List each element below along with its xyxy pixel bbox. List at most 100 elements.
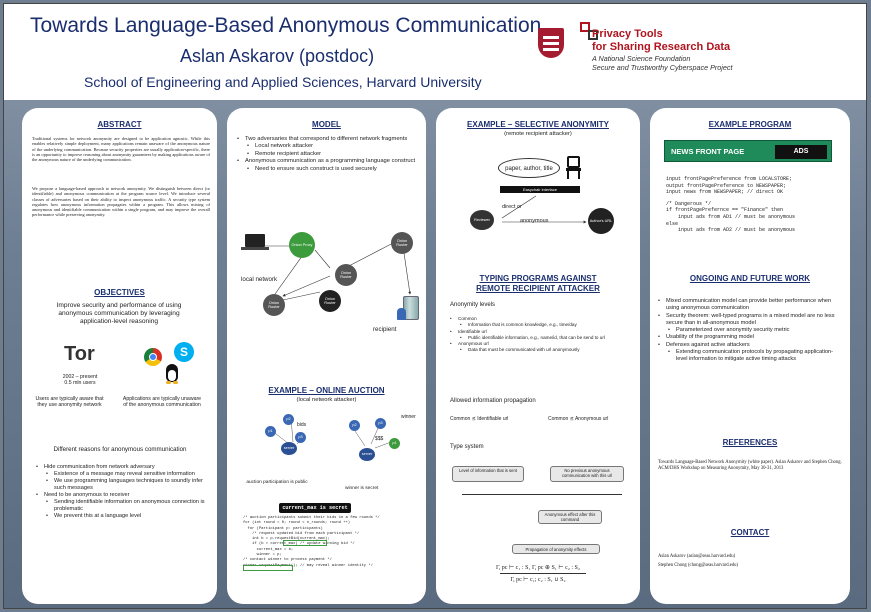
ongoing-bullet: Usability of the programming model (658, 334, 844, 342)
easychair-interface-bar: Easychair interface (500, 186, 580, 193)
auction-title: EXAMPLE – ONLINE AUCTION (268, 386, 385, 395)
objectives-bullet: We use programming languages techniques … (36, 478, 208, 492)
selective-arrows (501, 195, 587, 224)
objectives-bullet: Need to be anonymous to receiver (36, 492, 208, 499)
objectives-bullet: We prevent this at a language level (36, 513, 208, 520)
selective-title: EXAMPLE – SELECTIVE ANONYMITY (467, 120, 609, 129)
ongoing-bullet: Extending communication protocols by pro… (658, 349, 844, 364)
column-abstract-objectives: ABSTRACT Traditional systems for network… (22, 108, 217, 604)
database-icon (397, 308, 406, 320)
typing-bullet: Information that is common knowledge, e.… (450, 322, 630, 329)
code-line: input frontPagePreference from LOCALSTOR… (666, 176, 793, 182)
model-bullet: Local network attacker (237, 143, 421, 151)
participant-winner: p1 (389, 438, 400, 449)
objectives-bullet: Hide communication from network adversar… (36, 464, 208, 471)
onion-router-node-black: Onion Router (319, 290, 341, 312)
reviewer-node: Reviewer (470, 210, 494, 230)
abstract-title: ABSTRACT (97, 120, 142, 129)
code-line: else (666, 220, 679, 227)
code-line: if (b > current_max) /* update winning b… (243, 542, 355, 547)
formula-conclusion: Γ, pc ⊢ c₁; c₂ : S₁ ∪ S₂ (510, 577, 566, 583)
highlight-requestbid (283, 540, 327, 546)
participation-public-note: auction participation is public (246, 480, 308, 485)
participant-p3-right: p3 (375, 418, 386, 429)
recipient-label: recipient (373, 326, 397, 333)
typing-bullet: Anonymous url (450, 341, 630, 348)
code-line: if frontPagePrefernce == "Finance" then (666, 207, 784, 214)
typing-rule-line (462, 494, 622, 508)
formula-rule-line (500, 573, 586, 574)
users-aware-text: Users are typically aware that they use … (35, 396, 104, 409)
model-bullet: Anonymous communication as a programming… (237, 158, 421, 166)
propagation-heading: Allowed information propagation (450, 398, 536, 404)
typing-bullet: Common (450, 316, 630, 323)
objectives-text: Improve security and performance of usin… (56, 302, 182, 325)
code-line: for (int round = 0; round < n_rounds; ro… (243, 521, 351, 526)
selective-subtitle: (remote recipient attacker) (504, 131, 572, 137)
anonymous-effect-box: Anonymous effect after this command (538, 510, 602, 524)
references-title: REFERENCES (722, 438, 778, 447)
code-line: input ads from AD2 // must be anonymous (666, 227, 796, 234)
column-selective-typing: EXAMPLE – SELECTIVE ANONYMITY (remote re… (436, 108, 640, 604)
money-label: $$$ (375, 436, 384, 442)
chair-icon (566, 156, 582, 180)
references-text: Towards Language-Based Network Anonymity… (658, 460, 842, 471)
code-line: winner = p; (243, 553, 282, 558)
participant-p3: p3 (295, 432, 306, 443)
onion-proxy-node: Onion Proxy (289, 232, 315, 258)
contact-lines: Aslan Askarov (aslan@seas.harvard.edu) S… (658, 552, 844, 570)
winner-secret-note: winner is secret (345, 486, 379, 491)
code-line: input ads from AD1 // must be anonymous (666, 213, 796, 220)
typing-bullet: Public identifiable information, e.g., n… (450, 335, 630, 342)
tor-logo-icon: Tor (64, 343, 95, 365)
propagation-rule-2: Common ⪯ Anonymous url (548, 416, 609, 422)
code-line: int b = p.requestBid(current_max); (243, 537, 330, 542)
column-model-auction: MODEL Two adversaries that correspond to… (227, 108, 426, 604)
objectives-bullets: Hide communication from network adversar… (36, 464, 208, 520)
reasons-heading: Different reasons for anonymous communic… (53, 446, 187, 453)
highlight-requestpayment (243, 565, 293, 571)
contact-stephen[interactable]: Stephen Chong (chong@seas.harvard.edu) (658, 563, 739, 568)
type-system-heading: Type system (450, 444, 484, 450)
paper-bubble: paper, author, title (498, 158, 560, 178)
code-line: /* auction participants submit their bid… (243, 516, 380, 520)
ongoing-bullet: Security theorem: well-typed programs in… (658, 313, 844, 328)
poster-title: Towards Language-Based Anonymous Communi… (30, 14, 542, 37)
auction-code: /* auction participants submit their bid… (243, 516, 380, 569)
participant-p1: p1 (265, 426, 276, 437)
code-line: /* contact winner to process payment */ (243, 558, 332, 563)
no-previous-box: No previous anonymous communication with… (550, 466, 624, 482)
program-code: input frontPagePreference from LOCALSTOR… (666, 176, 795, 234)
ongoing-bullet: Defenses against active attackers (658, 342, 844, 350)
news-front-page-banner: NEWS FRONT PAGE ADS (664, 140, 832, 162)
privacy-tools-logo-icon (580, 22, 606, 52)
ongoing-title: ONGOING AND FUTURE WORK (689, 274, 811, 283)
auction-subtitle: (local network attacker) (296, 397, 357, 403)
onion-network-diagram (241, 234, 412, 301)
ongoing-bullet: Mixed communication model can provide be… (658, 298, 844, 313)
server-node-right: server (359, 448, 375, 461)
typing-bullet: Identifiable url (450, 329, 630, 336)
current-max-secret-badge: current_max is secret (279, 503, 351, 513)
model-bullet: Remote recipient attacker (237, 151, 421, 159)
poster-author: Aslan Askarov (postdoc) (180, 46, 375, 66)
propagation-rule-1: Common ⪯ Identifiable url (450, 416, 509, 422)
chrome-icon (144, 348, 162, 366)
anonymity-levels-heading: Anonymity levels (450, 302, 496, 308)
contact-aslan[interactable]: Aslan Askarov (aslan@seas.harvard.edu) (658, 554, 736, 559)
objectives-bullet: Sending identifiable information on anon… (36, 499, 208, 513)
objectives-title: OBJECTIVES (94, 288, 145, 297)
code-line: /* request updated bid from each partici… (243, 531, 360, 536)
local-network-label: local network (241, 276, 278, 283)
auction-diagram (270, 417, 392, 449)
header: Towards Language-Based Anonymous Communi… (4, 4, 866, 100)
code-line: input news from NEWSPAPER; // direct OK (666, 189, 784, 196)
apps-unaware-text: Applications are typically unaware of th… (122, 396, 202, 409)
code-line: /* Dangerous */ (666, 200, 712, 207)
ongoing-bullets: Mixed communication model can provide be… (658, 298, 844, 364)
onion-router-node-bottom: Onion Router (263, 294, 285, 316)
onion-router-node-right: Onion Router (391, 232, 413, 254)
onion-router-node-center: Onion Router (335, 264, 357, 286)
